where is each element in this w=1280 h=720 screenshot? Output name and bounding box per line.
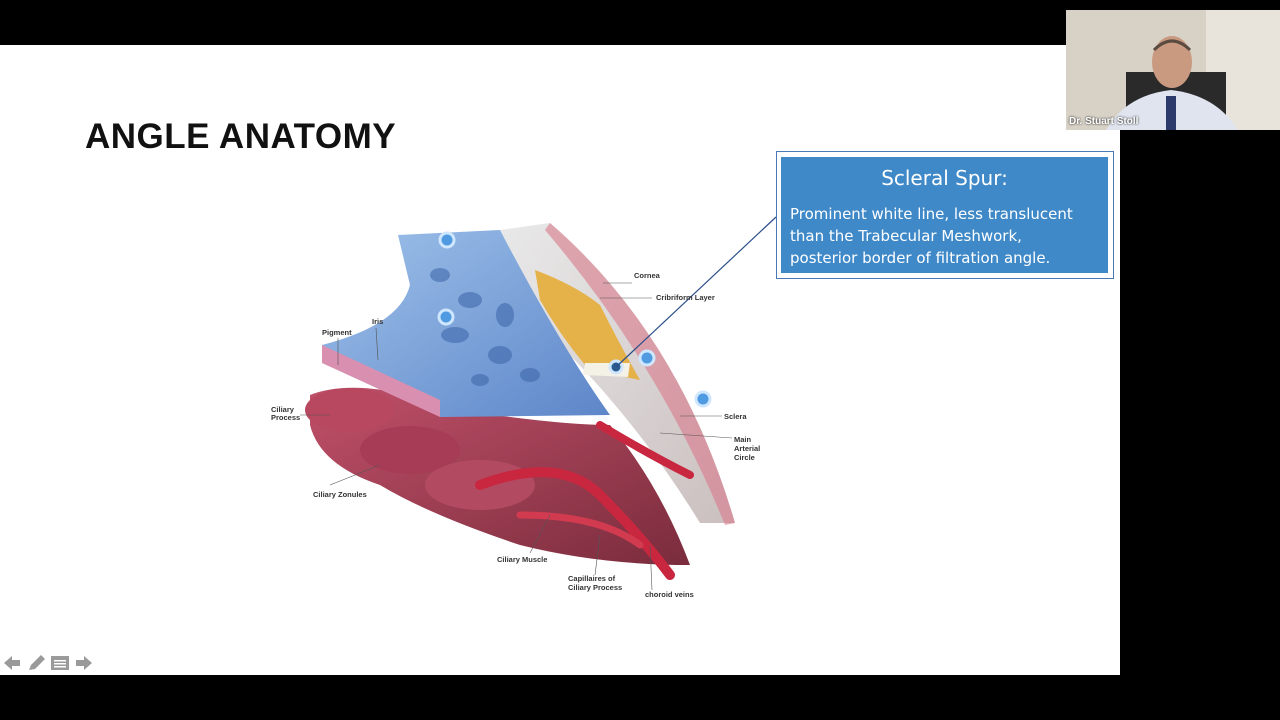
label-capillaries: Ciliary Process — [568, 583, 622, 592]
label-main-arterial: Arterial — [734, 444, 760, 453]
label-main-arterial: Main — [734, 435, 752, 444]
callout-connector — [615, 216, 777, 368]
iris-edge — [322, 345, 440, 417]
arterial-vessel — [475, 467, 675, 580]
pen-icon[interactable] — [26, 654, 46, 672]
callout-title: Scleral Spur: — [881, 166, 1008, 190]
ciliary-process-fold — [305, 388, 395, 432]
label-cornea: Cornea — [634, 271, 661, 280]
cribriform-layer — [535, 270, 640, 380]
scleral-spur-callout: Scleral Spur: Prominent white line, less… — [776, 151, 1114, 279]
label-ciliary-process: Process — [271, 413, 300, 422]
leader-lines — [300, 282, 733, 591]
callout-line: Prominent white line, less translucent — [790, 205, 1073, 223]
arterial-vessel — [596, 421, 694, 479]
sclera-edge — [545, 223, 735, 525]
callout-body: Prominent white line, less translucent t… — [790, 203, 1102, 269]
meshwork-pores — [430, 268, 540, 386]
label-choroid-veins: choroid veins — [645, 590, 694, 599]
slide: ANGLE ANATOMY — [0, 45, 1120, 675]
ciliary-process-fold — [360, 426, 460, 474]
label-pigment: Pigment — [322, 328, 352, 337]
label-ciliary-process: Ciliary — [271, 405, 295, 414]
label-sclera: Sclera — [724, 412, 747, 421]
menu-icon[interactable] — [50, 654, 70, 672]
iris-meshwork — [322, 230, 610, 417]
label-ciliary-muscle: Ciliary Muscle — [497, 555, 547, 564]
label-main-arterial: Circle — [734, 453, 755, 462]
arrow-right-icon[interactable] — [74, 654, 94, 672]
callout-line: posterior border of filtration angle. — [790, 249, 1051, 267]
callout-box: Scleral Spur: Prominent white line, less… — [781, 157, 1108, 273]
callout-line: than the Trabecular Meshwork, — [790, 227, 1022, 245]
presenter-name: Dr. Stuart Stoll — [1069, 116, 1139, 127]
angle-anatomy-diagram: Cornea Cribriform Layer Iris Pigment Cil… — [271, 216, 777, 599]
arrow-left-icon[interactable] — [2, 654, 22, 672]
arterial-vessel — [516, 511, 644, 549]
webcam-video: Dr. Stuart Stoll — [1066, 10, 1280, 130]
slide-nav-toolbar — [2, 653, 94, 673]
label-ciliary-zonules: Ciliary Zonules — [313, 490, 367, 499]
label-iris: Iris — [372, 317, 383, 326]
slide-title: ANGLE ANATOMY — [85, 117, 397, 156]
label-cribriform: Cribriform Layer — [656, 293, 715, 302]
label-capillaries: Capillaires of — [568, 574, 616, 583]
presenter-video — [1066, 10, 1280, 130]
